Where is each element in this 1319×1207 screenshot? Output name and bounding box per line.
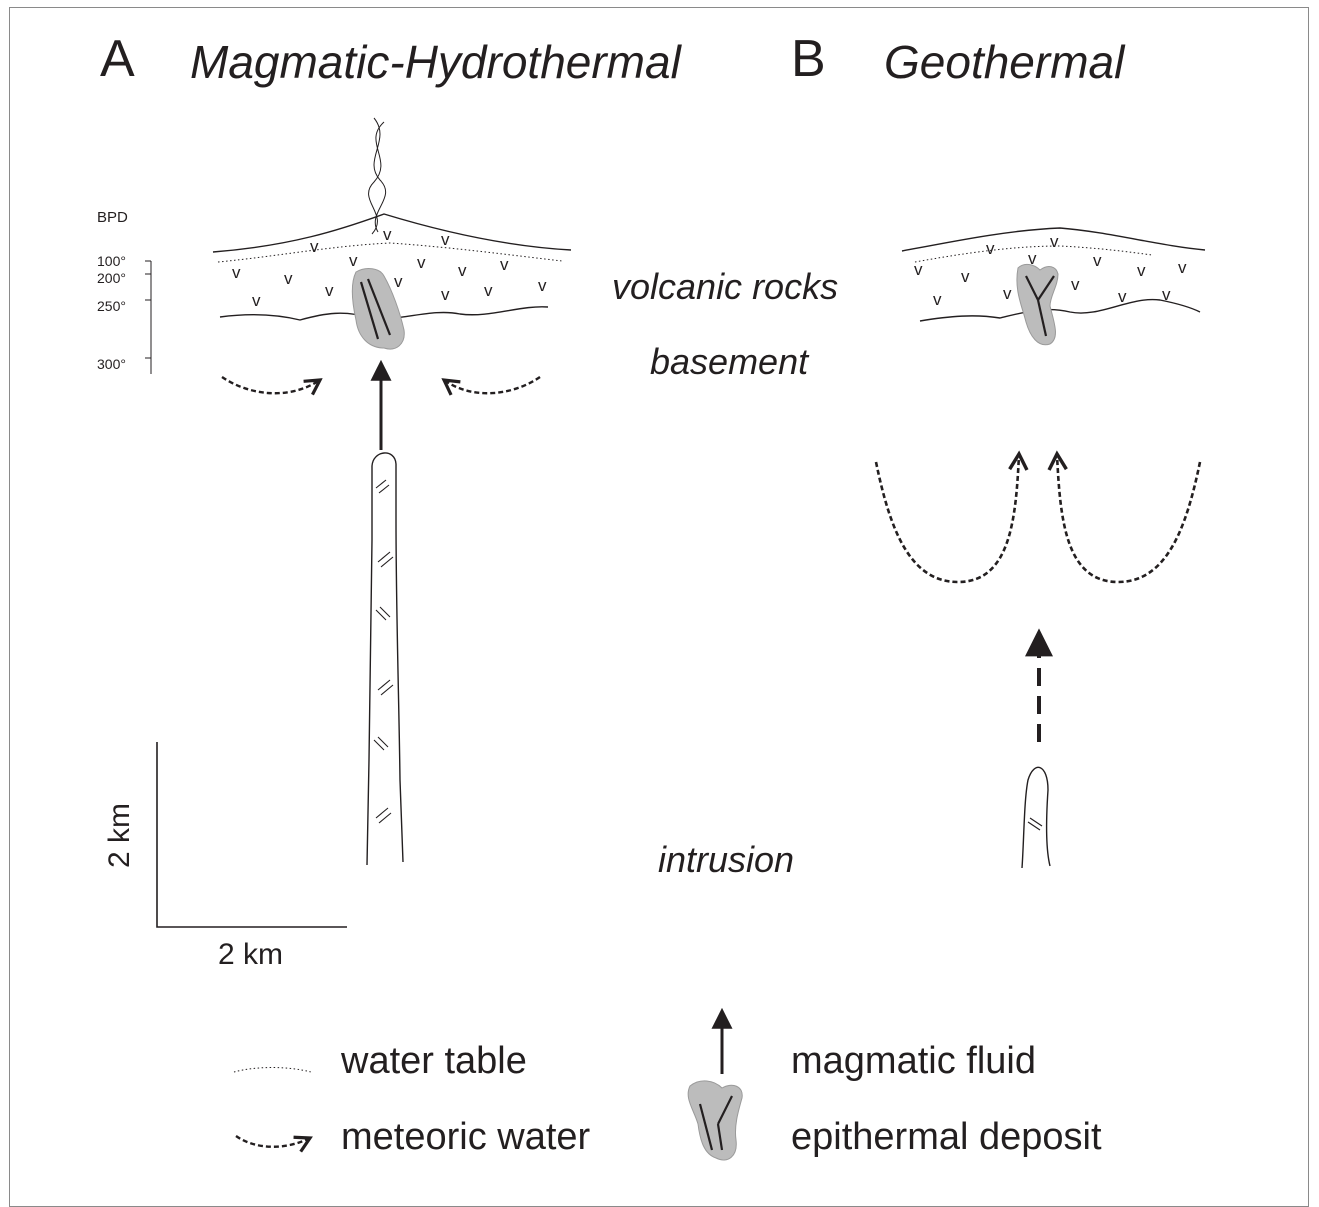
epithermal-deposit-a: [351, 268, 405, 350]
ground-surface: [212, 213, 572, 253]
volcanic-rock-symbol: v: [1071, 275, 1080, 294]
legend-meteoric-water-symbol: [235, 1135, 310, 1147]
meteoric-water-arrow: [874, 454, 1019, 584]
volcanic-rock-symbol: v: [1050, 232, 1059, 251]
panel-a-title: Magmatic-Hydrothermal: [190, 36, 683, 88]
scale-bar-vertical-label: 2 km: [103, 803, 136, 868]
depth-scale-tick-label: 100°: [97, 253, 126, 269]
depth-scale-tick-label: 250°: [97, 298, 126, 314]
panel-b-title: Geothermal: [884, 36, 1126, 88]
depth-scale-tick-label: 300°: [97, 356, 126, 372]
volcanic-rock-symbol: v: [252, 291, 261, 310]
volcanic-rock-symbol: v: [538, 276, 547, 295]
depth-scale: BPD 100° 200° 250° 300°: [97, 209, 152, 374]
volcanic-rock-symbol: v: [349, 251, 358, 270]
volcanic-rock-symbol: v: [933, 290, 942, 309]
label-basement: basement: [650, 341, 810, 382]
volcanic-rock-symbol: v: [986, 239, 995, 258]
volcanic-rock-symbol: v: [1137, 261, 1146, 280]
volcanic-rock-symbol: v: [232, 263, 241, 282]
volcanic-rock-symbol: v: [284, 269, 293, 288]
steam-plume: [368, 121, 385, 235]
volcanic-rock-symbol: v: [500, 255, 509, 274]
scale-bar: 2 km 2 km: [103, 742, 347, 971]
volcanic-rock-symbol: v: [961, 267, 970, 286]
volcanic-rock-symbol: v: [914, 260, 923, 279]
label-intrusion: intrusion: [658, 839, 794, 880]
volcanic-rock-symbol: v: [441, 285, 450, 304]
volcanic-rock-symbol: v: [310, 237, 319, 256]
intrusion-dyke-b: [1021, 766, 1051, 869]
volcanic-rock-symbols: v v v v v v v v v v v v v: [914, 232, 1187, 309]
legend-water-table-label: water table: [340, 1040, 527, 1082]
panel-b-letter: B: [791, 30, 826, 88]
legend-magmatic-fluid-label: magmatic fluid: [791, 1040, 1036, 1082]
volcanic-rock-symbol: v: [417, 253, 426, 272]
panel-b-diagram: v v v v v v v v v v v v v: [874, 227, 1206, 869]
volcanic-rock-symbol: v: [1028, 249, 1037, 268]
volcanic-rock-symbol: v: [484, 281, 493, 300]
volcanic-rock-symbol: v: [383, 225, 392, 244]
volcanic-rock-symbol: v: [1178, 258, 1187, 277]
volcanic-rock-symbol: v: [1162, 285, 1171, 304]
volcanic-rock-symbols: v v v v v v v v v v v v v v v: [232, 225, 547, 310]
volcanic-rock-symbol: v: [1003, 284, 1012, 303]
water-table: [217, 242, 563, 263]
ground-surface: [901, 227, 1206, 252]
meteoric-water-arrow: [221, 376, 320, 393]
intrusion-hatching: [373, 479, 394, 824]
depth-scale-tick-label: 200°: [97, 270, 126, 286]
volcanic-rock-symbol: v: [441, 230, 450, 249]
label-volcanic-rocks: volcanic rocks: [612, 266, 838, 307]
legend: water table meteoric water magmatic flui…: [233, 1007, 1102, 1161]
legend-water-table-symbol: [233, 1067, 312, 1073]
depth-scale-header: BPD: [97, 209, 128, 226]
scale-bar-horizontal-label: 2 km: [218, 938, 283, 971]
volcanic-rock-symbol: v: [1093, 251, 1102, 270]
meteoric-water-arrow: [1057, 454, 1202, 584]
legend-epithermal-deposit-symbol: [687, 1080, 743, 1161]
volcanic-rock-symbol: v: [458, 261, 467, 280]
volcanic-rock-symbol: v: [1118, 287, 1127, 306]
intrusion-hatching: [1027, 817, 1043, 831]
intrusion-dyke-a: [366, 452, 404, 866]
panel-a-letter: A: [100, 30, 135, 88]
volcanic-rock-symbol: v: [394, 272, 403, 291]
panel-a-diagram: v v v v v v v v v v v v v v v: [212, 117, 572, 866]
volcanic-rock-symbol: v: [325, 281, 334, 300]
water-table: [914, 245, 1153, 263]
figure: A Magmatic-Hydrothermal B Geothermal BPD…: [9, 7, 1309, 1207]
diagram-canvas: A Magmatic-Hydrothermal B Geothermal BPD…: [97, 30, 1206, 1161]
legend-epithermal-deposit-label: epithermal deposit: [791, 1116, 1102, 1158]
epithermal-deposit-b: [1016, 263, 1059, 346]
volcanic-basement-contact: [919, 298, 1201, 322]
legend-meteoric-water-label: meteoric water: [341, 1116, 591, 1158]
meteoric-water-arrow: [444, 376, 541, 393]
